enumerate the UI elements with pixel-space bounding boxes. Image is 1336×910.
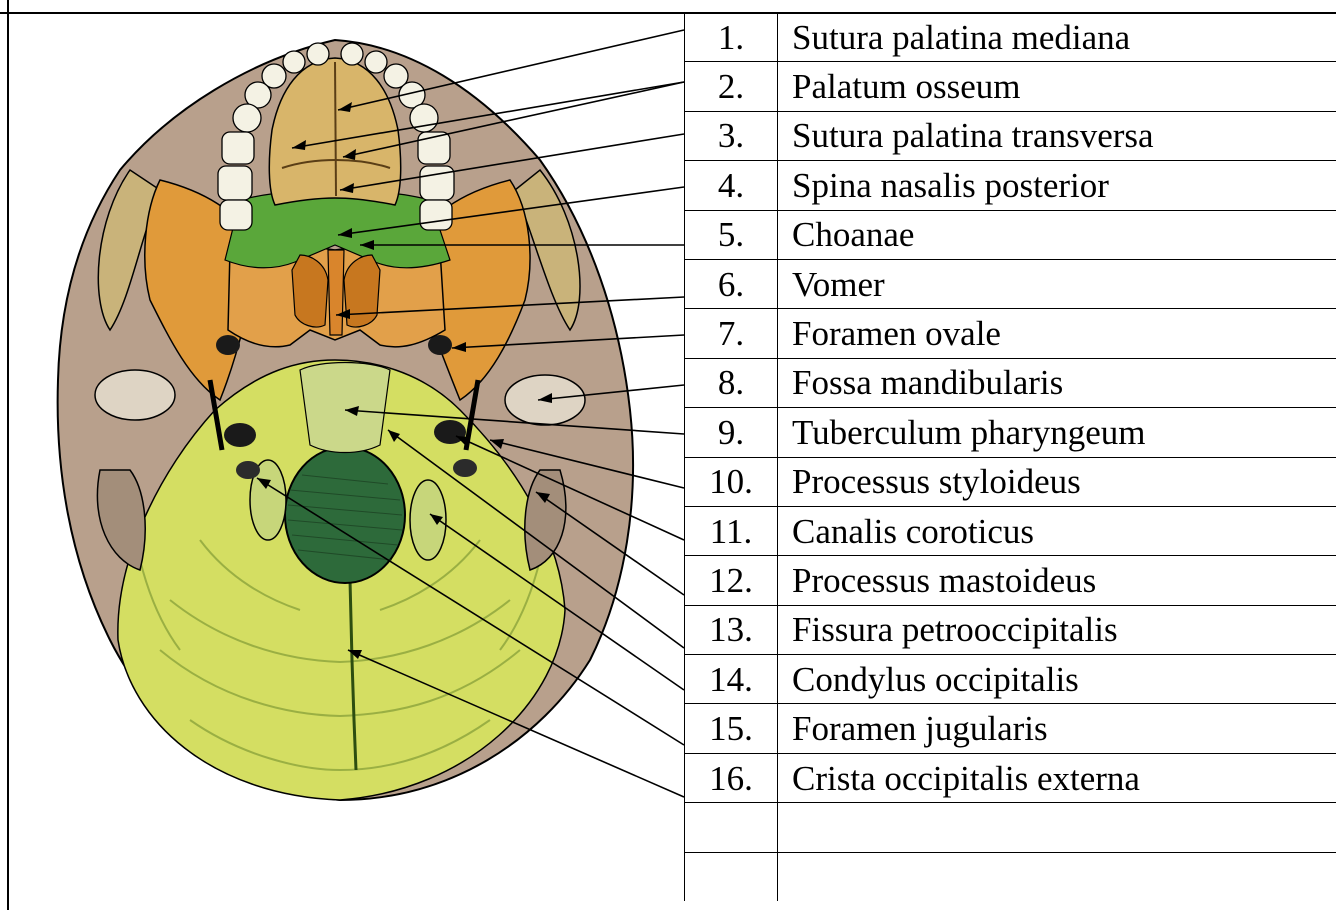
legend-row: 13.Fissura petrooccipitalis <box>685 605 1336 654</box>
legend-row <box>685 852 1336 901</box>
left-choana <box>292 255 328 327</box>
legend-row: 7.Foramen ovale <box>685 309 1336 358</box>
legend-row: 9.Tuberculum pharyngeum <box>685 408 1336 457</box>
legend-number: 2. <box>685 62 778 111</box>
legend-row: 10.Processus styloideus <box>685 457 1336 506</box>
legend-number: 13. <box>685 605 778 654</box>
legend-number: 6. <box>685 259 778 308</box>
legend-term: Spina nasalis posterior <box>778 161 1336 210</box>
legend-number: 14. <box>685 655 778 704</box>
legend-number: 3. <box>685 111 778 160</box>
legend-number: 12. <box>685 556 778 605</box>
legend-term: Canalis coroticus <box>778 506 1336 555</box>
legend-term: Foramen jugularis <box>778 704 1336 753</box>
legend-number: 1. <box>685 13 778 62</box>
legend-term: Sutura palatina mediana <box>778 13 1336 62</box>
legend-row: 12.Processus mastoideus <box>685 556 1336 605</box>
legend-term: Sutura palatina transversa <box>778 111 1336 160</box>
legend-row: 14.Condylus occipitalis <box>685 655 1336 704</box>
legend-term: Fossa mandibularis <box>778 358 1336 407</box>
skull-drawing <box>58 40 633 800</box>
legend-row: 16.Crista occipitalis externa <box>685 753 1336 802</box>
legend-term: Processus styloideus <box>778 457 1336 506</box>
foramen-magnum <box>285 447 405 583</box>
left-carotid-canal <box>224 423 256 447</box>
legend-term: Processus mastoideus <box>778 556 1336 605</box>
legend-row: 6.Vomer <box>685 259 1336 308</box>
legend-row: 1.Sutura palatina mediana <box>685 13 1336 62</box>
legend-term: Vomer <box>778 259 1336 308</box>
legend-row: 8.Fossa mandibularis <box>685 358 1336 407</box>
legend-number: 4. <box>685 161 778 210</box>
left-foramen-ovale <box>216 335 240 355</box>
legend-number: 16. <box>685 753 778 802</box>
legend-number: 9. <box>685 408 778 457</box>
legend-number: 8. <box>685 358 778 407</box>
legend-row: 2.Palatum osseum <box>685 62 1336 111</box>
legend-row: 3.Sutura palatina transversa <box>685 111 1336 160</box>
left-jugular-foramen <box>236 461 260 479</box>
legend-number: 10. <box>685 457 778 506</box>
legend-term: Tuberculum pharyngeum <box>778 408 1336 457</box>
median-palatine-suture <box>335 62 336 196</box>
vomer <box>328 250 344 335</box>
legend-term: Crista occipitalis externa <box>778 753 1336 802</box>
legend-number <box>685 852 778 901</box>
basilar-part <box>300 363 390 453</box>
legend-term: Condylus occipitalis <box>778 655 1336 704</box>
legend-term: Foramen ovale <box>778 309 1336 358</box>
legend-term: Choanae <box>778 210 1336 259</box>
legend-number: 5. <box>685 210 778 259</box>
legend-row: 11.Canalis coroticus <box>685 506 1336 555</box>
legend-number: 15. <box>685 704 778 753</box>
legend-term <box>778 803 1336 852</box>
legend-number: 11. <box>685 506 778 555</box>
legend-row <box>685 803 1336 852</box>
legend-term <box>778 852 1336 901</box>
legend-number <box>685 803 778 852</box>
legend-number: 7. <box>685 309 778 358</box>
legend-row: 5.Choanae <box>685 210 1336 259</box>
legend-row: 15.Foramen jugularis <box>685 704 1336 753</box>
legend-term: Palatum osseum <box>778 62 1336 111</box>
right-jugular-foramen <box>453 459 477 477</box>
legend-row: 4.Spina nasalis posterior <box>685 161 1336 210</box>
left-mandibular-fossa <box>95 370 175 420</box>
legend-term: Fissura petrooccipitalis <box>778 605 1336 654</box>
